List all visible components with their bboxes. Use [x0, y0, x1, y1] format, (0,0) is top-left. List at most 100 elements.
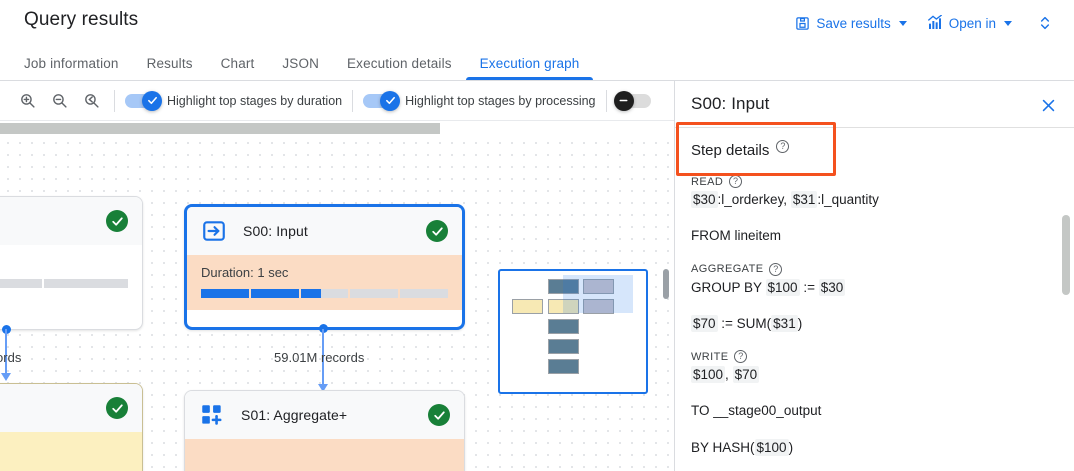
toolbar-divider	[114, 89, 115, 112]
execution-graph-canvas[interactable]: records S00: Input Duration: 1 sec	[0, 121, 674, 471]
node-body: Duration: 1 sec	[187, 255, 462, 310]
chevron-down-icon	[1004, 20, 1012, 26]
zoom-reset-icon[interactable]	[78, 88, 104, 114]
minimap-node	[548, 279, 579, 294]
progress-segment	[201, 289, 249, 298]
progress-segment	[400, 289, 448, 298]
node-body	[185, 439, 464, 471]
edge-source-dot	[319, 324, 328, 333]
progress-segment	[250, 289, 299, 298]
help-icon[interactable]: ?	[769, 262, 783, 276]
write-value: $100, $70	[691, 366, 760, 383]
toggle-knob	[380, 90, 401, 111]
close-icon[interactable]	[1034, 91, 1062, 119]
write-to-value: TO __stage00_output	[691, 403, 822, 419]
toolbar-divider	[605, 89, 607, 112]
write-label: WRITE ?	[691, 350, 1058, 363]
header-actions: Save results Open in	[784, 8, 1064, 38]
node-header: S01: Aggregate+	[185, 391, 464, 439]
step-details-panel: S00: Input Step details ? READ ? $30:l_o…	[674, 81, 1074, 471]
help-icon[interactable]: ?	[729, 175, 743, 188]
zoom-controls	[0, 88, 104, 114]
panel-body: Step details ? READ ? $30:l_orderkey, $3…	[675, 128, 1074, 458]
graph-node-bottom-left-partial[interactable]	[0, 383, 143, 471]
toolbar-divider	[352, 89, 354, 112]
check-circle-icon	[106, 210, 128, 232]
toggle-switch-third[interactable]	[613, 90, 651, 111]
toggle-knob	[613, 90, 634, 111]
chevron-down-icon	[898, 20, 907, 26]
panel-title: S00: Input	[691, 94, 770, 113]
zoom-out-icon[interactable]	[46, 88, 72, 114]
minimap-viewport[interactable]	[563, 275, 633, 313]
input-arrow-icon	[201, 218, 227, 244]
graph-node-s00-input[interactable]: S00: Input Duration: 1 sec	[184, 204, 465, 330]
edge-label-59m-records: 59.01M records	[274, 350, 365, 365]
toggle-label-duration: Highlight top stages by duration	[167, 93, 343, 108]
panel-header: S00: Input	[675, 81, 1074, 127]
tab-job-information[interactable]: Job information	[24, 55, 119, 71]
progress-segment	[0, 279, 43, 288]
canvas-horizontal-scroll-thumb[interactable]	[0, 123, 440, 134]
tab-json[interactable]: JSON	[282, 55, 320, 71]
node-header	[0, 197, 142, 245]
tab-results[interactable]: Results	[146, 55, 193, 71]
panel-scroll-thumb[interactable]	[1062, 215, 1070, 295]
aggregate-sum-value: $70 := SUM($31)	[691, 314, 803, 332]
page-title: Query results	[24, 9, 139, 30]
step-details-label: Step details	[691, 142, 770, 159]
step-details-heading: Step details ?	[691, 140, 1058, 159]
canvas-vertical-scroll-thumb[interactable]	[663, 269, 669, 299]
edge-line-vertical	[5, 329, 7, 375]
open-in-label: Open in	[948, 15, 996, 31]
node-title: S00: Input	[243, 223, 308, 239]
progress-segment	[44, 279, 129, 288]
progress-segment	[300, 289, 349, 298]
minimap-node	[512, 299, 543, 314]
node-header: S00: Input	[187, 207, 462, 255]
chart-icon	[927, 15, 943, 31]
help-icon[interactable]: ?	[776, 140, 790, 153]
check-circle-icon	[106, 397, 128, 419]
canvas-horizontal-scrollbar[interactable]	[0, 121, 674, 135]
tab-execution-graph[interactable]: Execution graph	[465, 46, 594, 80]
edge-arrow-icon	[1, 373, 11, 381]
aggregate-label: AGGREGATE ?	[691, 262, 1058, 276]
minimap-node	[583, 299, 614, 314]
panel-divider	[675, 127, 1074, 128]
toggle-switch-duration[interactable]	[125, 90, 162, 111]
check-circle-icon	[426, 220, 448, 242]
aggregate-group-by-value: GROUP BY $100 := $30	[691, 278, 846, 296]
toggle-highlight-processing[interactable]: Highlight top stages by processing	[363, 90, 596, 111]
node-duration-label: Duration: 1 sec	[201, 265, 289, 280]
graph-node-left-partial[interactable]	[0, 196, 143, 330]
check-circle-icon	[428, 404, 450, 426]
graph-minimap[interactable]	[498, 269, 648, 394]
toggle-switch-processing[interactable]	[363, 90, 401, 111]
zoom-in-icon[interactable]	[14, 88, 40, 114]
minimap-node	[583, 279, 614, 294]
unfold-more-icon[interactable]	[1030, 8, 1060, 38]
tab-chart[interactable]: Chart	[220, 55, 255, 71]
write-by-hash-value: BY HASH($100)	[691, 438, 794, 456]
graph-node-s01-aggregate[interactable]: S01: Aggregate+	[184, 390, 465, 471]
graph-toolbar: Highlight top stages by duration Highlig…	[0, 81, 674, 121]
save-results-button[interactable]: Save results	[784, 10, 916, 36]
toggle-highlight-duration[interactable]: Highlight top stages by duration	[125, 90, 343, 111]
progress-segment	[350, 289, 399, 298]
read-label: READ ?	[691, 175, 1058, 188]
edge-arrow-icon	[318, 384, 328, 392]
minimap-node	[548, 319, 579, 334]
help-icon[interactable]: ?	[734, 350, 748, 363]
tab-bar: Job information Results Chart JSON Execu…	[0, 46, 1074, 81]
edge-line-vertical	[322, 329, 324, 387]
toggle-third[interactable]	[613, 90, 651, 111]
open-in-button[interactable]: Open in	[917, 10, 1022, 36]
minimap-node	[548, 299, 579, 314]
toggle-label-processing: Highlight top stages by processing	[405, 93, 596, 108]
save-icon	[794, 15, 810, 31]
tab-execution-details[interactable]: Execution details	[347, 55, 452, 71]
minimap-node	[548, 359, 579, 374]
node-title: S01: Aggregate+	[241, 407, 348, 423]
node-header	[0, 384, 142, 432]
